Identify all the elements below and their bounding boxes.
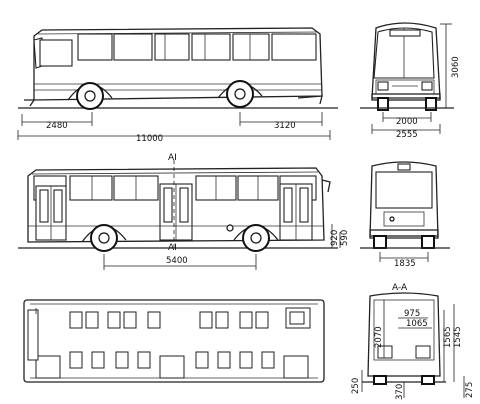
dim-interior-height: 2070 — [374, 326, 384, 348]
dim-floor-height-2: 590 — [340, 230, 350, 246]
dim-seat-width: 1065 — [406, 319, 428, 329]
dim-step-1: 370 — [395, 384, 405, 400]
rear-view-dimensions: 1835 — [379, 252, 429, 269]
front-view-dimensions: 3060 2000 2555 — [371, 23, 461, 140]
rear-view — [360, 161, 450, 249]
side-view-right-dimensions: 5400 920 590 — [103, 224, 350, 270]
plan-view — [23, 299, 325, 383]
dim-ground-clearance: 250 — [351, 378, 361, 394]
dim-track-width: 2000 — [396, 117, 418, 127]
dim-wheelbase: 5400 — [166, 256, 188, 266]
section-mark-top: AI — [168, 153, 177, 163]
section-aa-dimensions: 2070 975 1065 1565 1545 250 370 275 — [351, 300, 475, 400]
side-view-left — [18, 27, 338, 110]
dim-side-height: 1545 — [453, 326, 463, 348]
front-view — [360, 22, 454, 111]
section-aa-title: A-A — [392, 283, 408, 293]
dim-floor-height-1: 920 — [330, 230, 340, 246]
dim-rear-overhang: 3120 — [274, 121, 296, 131]
dim-front-overhang: 2480 — [46, 121, 68, 131]
dim-step-2: 275 — [465, 382, 475, 398]
dim-aisle-width: 975 — [404, 309, 420, 319]
dim-overall-width: 2555 — [396, 130, 418, 140]
dim-overall-length: 11000 — [136, 134, 163, 144]
dim-standing-height: 1565 — [443, 326, 453, 348]
side-view-right: AI AI — [18, 153, 338, 253]
dim-overall-height: 3060 — [451, 56, 461, 78]
section-mark-bottom: AI — [168, 243, 177, 253]
dim-rear-track: 1835 — [394, 259, 416, 269]
side-view-left-dimensions: 2480 3120 11000 — [17, 112, 331, 144]
